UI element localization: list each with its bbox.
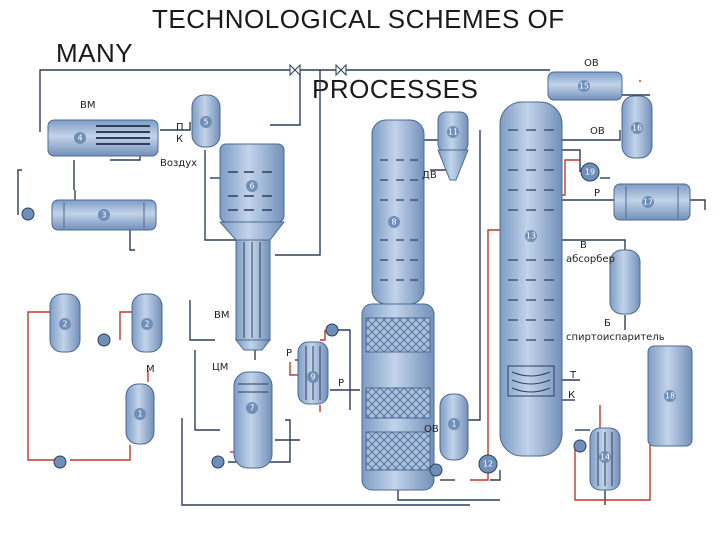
label-spirtoisparitel: спиртоиспаритель [566, 332, 665, 343]
label-bm: ВМ [80, 100, 96, 111]
label-k-right: К [568, 390, 575, 401]
equipment-1-vessel: 1 [439, 393, 469, 461]
equipment-12-pump: 12 [478, 454, 498, 474]
equipment-5-vessel: 5 [191, 94, 221, 148]
label-p-low: Р [338, 378, 344, 389]
label-tsm: ЦМ [212, 362, 228, 373]
equipment-4-heat-exchanger: 4 [47, 119, 159, 157]
equipment-18-tank: 18 [647, 345, 693, 447]
svg-text:6: 6 [249, 182, 254, 191]
svg-text:18: 18 [665, 392, 675, 401]
equipment-11-cyclone: 11 [437, 111, 469, 181]
equipment-2-vessel-left: 2 [49, 293, 81, 353]
svg-text:1: 1 [137, 410, 142, 419]
svg-text:15: 15 [579, 82, 589, 91]
label-t-right: Т [569, 370, 577, 381]
label-vm-mid: ВМ [214, 310, 230, 321]
pump-icon [211, 455, 225, 469]
absorber-vessel [609, 249, 641, 315]
label-vozduh: Воздух [160, 158, 197, 169]
equipment-19-pump: 19 [580, 162, 600, 182]
svg-text:9: 9 [310, 373, 315, 382]
svg-text:12: 12 [483, 460, 493, 469]
svg-text:13: 13 [526, 232, 536, 241]
pump-icon [53, 455, 67, 469]
label-ov-bottom: ОВ [424, 424, 439, 435]
svg-text:17: 17 [643, 198, 653, 207]
equipment-14-heat-exchanger: 14 [589, 427, 621, 491]
equipment-15-heat-exchanger: 15 [547, 71, 623, 101]
label-k-left: К [176, 134, 183, 145]
label-p-left: П [176, 122, 184, 133]
svg-text:4: 4 [77, 134, 82, 143]
svg-text:16: 16 [632, 124, 642, 133]
label-ov-mid: ОВ [590, 126, 605, 137]
equipment-2-vessel-right: 2 [131, 293, 163, 353]
equipment-1-vessel: 1 [125, 383, 155, 445]
title-line-1: TECHNOLOGICAL SCHEMES OF [152, 4, 565, 34]
svg-text:11: 11 [448, 128, 458, 137]
svg-text:7: 7 [249, 404, 254, 413]
svg-text:5: 5 [203, 118, 208, 127]
equipment-13-column: 13 [499, 101, 563, 457]
equipment-3-heat-exchanger: 3 [51, 199, 157, 231]
label-v-right: В [580, 240, 587, 251]
svg-text:2: 2 [62, 320, 67, 329]
equipment-16-vessel: 16 [621, 95, 653, 159]
equipment-17-heat-exchanger: 17 [613, 183, 691, 221]
label-p-right: Р [594, 188, 600, 199]
equipment-9-heat-exchanger: 9 [297, 341, 329, 405]
equipment-7-vessel: 7 [233, 371, 273, 469]
label-m-left: М [146, 364, 155, 375]
svg-text:8: 8 [391, 218, 396, 227]
equipment-6-reactor: 6 [218, 143, 286, 351]
label-ov-top: ОВ [584, 58, 599, 69]
pump-icon [429, 463, 443, 477]
svg-text:19: 19 [585, 168, 595, 177]
title-line-3: PROCESSES [312, 74, 479, 104]
svg-text:2: 2 [144, 320, 149, 329]
label-b-right: Б [604, 318, 611, 329]
equipment-8-column: 8 [361, 119, 435, 491]
pump-icon [97, 333, 111, 347]
label-p-mid: Р [286, 348, 292, 359]
label-absorber: абсорбер [566, 254, 615, 265]
svg-text:3: 3 [101, 211, 106, 220]
svg-text:1: 1 [451, 420, 456, 429]
pump-icon [21, 207, 35, 221]
title-line-2: MANY [56, 38, 134, 68]
svg-text:14: 14 [600, 453, 610, 462]
pump-icon [325, 323, 339, 337]
label-dv: ДВ [422, 170, 437, 181]
valve-icon [289, 63, 347, 77]
pump-icon [573, 439, 587, 453]
